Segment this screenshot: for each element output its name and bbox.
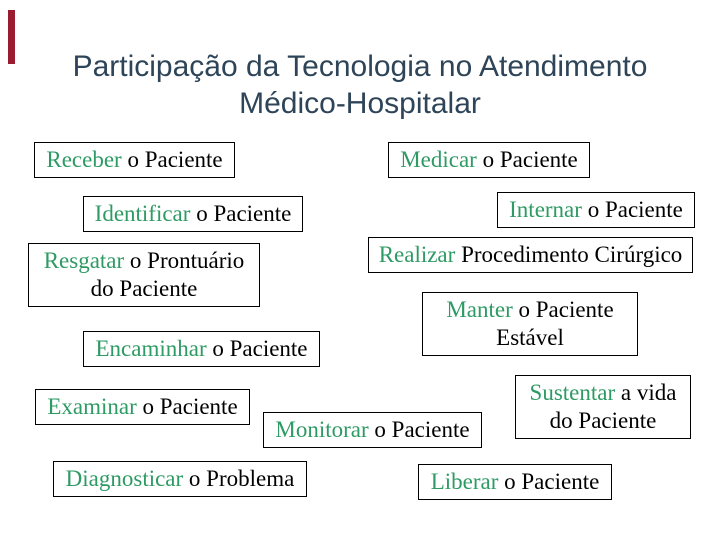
box-verb: Diagnosticar: [65, 466, 184, 491]
box-verb: Manter: [446, 297, 513, 322]
box-verb: Sustentar: [529, 380, 616, 405]
box-medicar-o-paciente: Medicar o Paciente: [388, 142, 590, 178]
box-receber-o-paciente: Receber o Paciente: [34, 142, 235, 178]
box-verb: Medicar: [400, 147, 477, 172]
box-resgatar-o-prontuario: Resgatar o Prontuário do Paciente: [28, 243, 260, 307]
box-verb: Receber: [46, 147, 122, 172]
box-identificar-o-paciente: Identificar o Paciente: [83, 196, 303, 232]
box-realizar-procedimento-cirurgico: Realizar Procedimento Cirúrgico: [368, 237, 693, 273]
box-text: o Paciente: [476, 147, 578, 172]
slide-title-line2: Médico-Hospitalar: [239, 87, 481, 120]
box-diagnosticar-o-problema: Diagnosticar o Problema: [53, 461, 307, 497]
box-text: o Paciente: [512, 297, 614, 322]
box-text: o Paciente: [206, 336, 308, 361]
box-verb: Encaminhar: [95, 336, 207, 361]
box-verb: Identificar: [94, 201, 191, 226]
box-text: o Paciente: [190, 201, 292, 226]
box-text: o Paciente: [498, 469, 600, 494]
slide-title: Participação da Tecnologia no Atendiment…: [0, 48, 720, 122]
box-text: o Paciente: [581, 197, 683, 222]
box-text-line2: Estável: [496, 325, 564, 350]
box-examinar-o-paciente: Examinar o Paciente: [35, 389, 250, 425]
box-text-line2: do Paciente: [549, 408, 657, 433]
box-verb: Realizar: [378, 242, 456, 267]
box-text: o Problema: [183, 466, 295, 491]
slide-title-line1: Participação da Tecnologia no Atendiment…: [72, 50, 648, 83]
box-encaminhar-o-paciente: Encaminhar o Paciente: [83, 331, 320, 367]
box-text: o Prontuário: [124, 248, 245, 273]
box-liberar-o-paciente: Liberar o Paciente: [418, 464, 612, 500]
box-monitorar-o-paciente: Monitorar o Paciente: [263, 412, 482, 448]
box-text: o Paciente: [121, 147, 223, 172]
box-verb: Liberar: [430, 469, 499, 494]
box-verb: Examinar: [47, 394, 137, 419]
box-sustentar-a-vida-do-paciente: Sustentar a vida do Paciente: [515, 375, 691, 439]
box-verb: Resgatar: [43, 248, 125, 273]
box-text: o Paciente: [368, 417, 470, 442]
box-text: Procedimento Cirúrgico: [455, 242, 683, 267]
box-internar-o-paciente: Internar o Paciente: [497, 192, 695, 228]
box-verb: Monitorar: [275, 417, 369, 442]
box-verb: Internar: [509, 197, 582, 222]
accent-bar: [8, 10, 15, 64]
box-text-line2: do Paciente: [90, 276, 198, 301]
box-text: o Paciente: [136, 394, 238, 419]
box-text: a vida: [615, 380, 677, 405]
